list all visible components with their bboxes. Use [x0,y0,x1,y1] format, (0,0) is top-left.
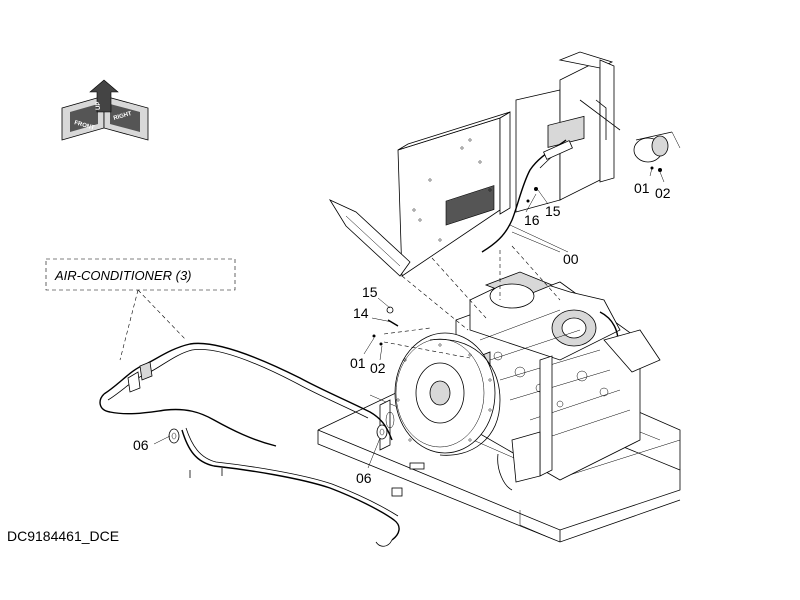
callout-06-left: 06 [133,437,149,453]
mounting-bracket [515,51,621,213]
orientation-right-label: RIGHT [113,111,133,122]
orientation-arrow-icon: UP FRONT RIGHT [61,79,149,141]
callout-14: 14 [353,305,369,321]
callout-15-harness: 15 [545,203,561,219]
orientation-up-label: UP [96,102,102,110]
callout-01-receiver: 01 [634,180,650,196]
drawing-id: DC9184461_DCE [7,528,119,544]
harness-upper [481,139,573,253]
air-conditioner-section-label: AIR-CONDITIONER (3) [54,268,192,283]
dashed-leaders [119,245,561,361]
callout-01-mid: 01 [350,355,366,371]
callout-00: 00 [563,251,579,267]
callout-leaders [153,167,665,469]
orientation-front-label: FRONT [73,120,95,132]
bolt-and-washer [372,306,399,346]
callout-16: 16 [524,212,540,228]
callout-02-mid: 02 [370,360,386,376]
hose-clamp-mid [376,424,388,440]
callout-15-bolt: 15 [362,284,378,300]
condenser-panel [328,111,511,277]
hose-clamp-left [168,428,180,444]
callout-06-mid: 06 [356,470,372,486]
air-conditioner-section-box: AIR-CONDITIONER (3) [45,258,236,291]
callout-02-receiver: 02 [655,185,671,201]
ac-hose-assembly [99,342,403,547]
receiver-drier [633,131,681,172]
